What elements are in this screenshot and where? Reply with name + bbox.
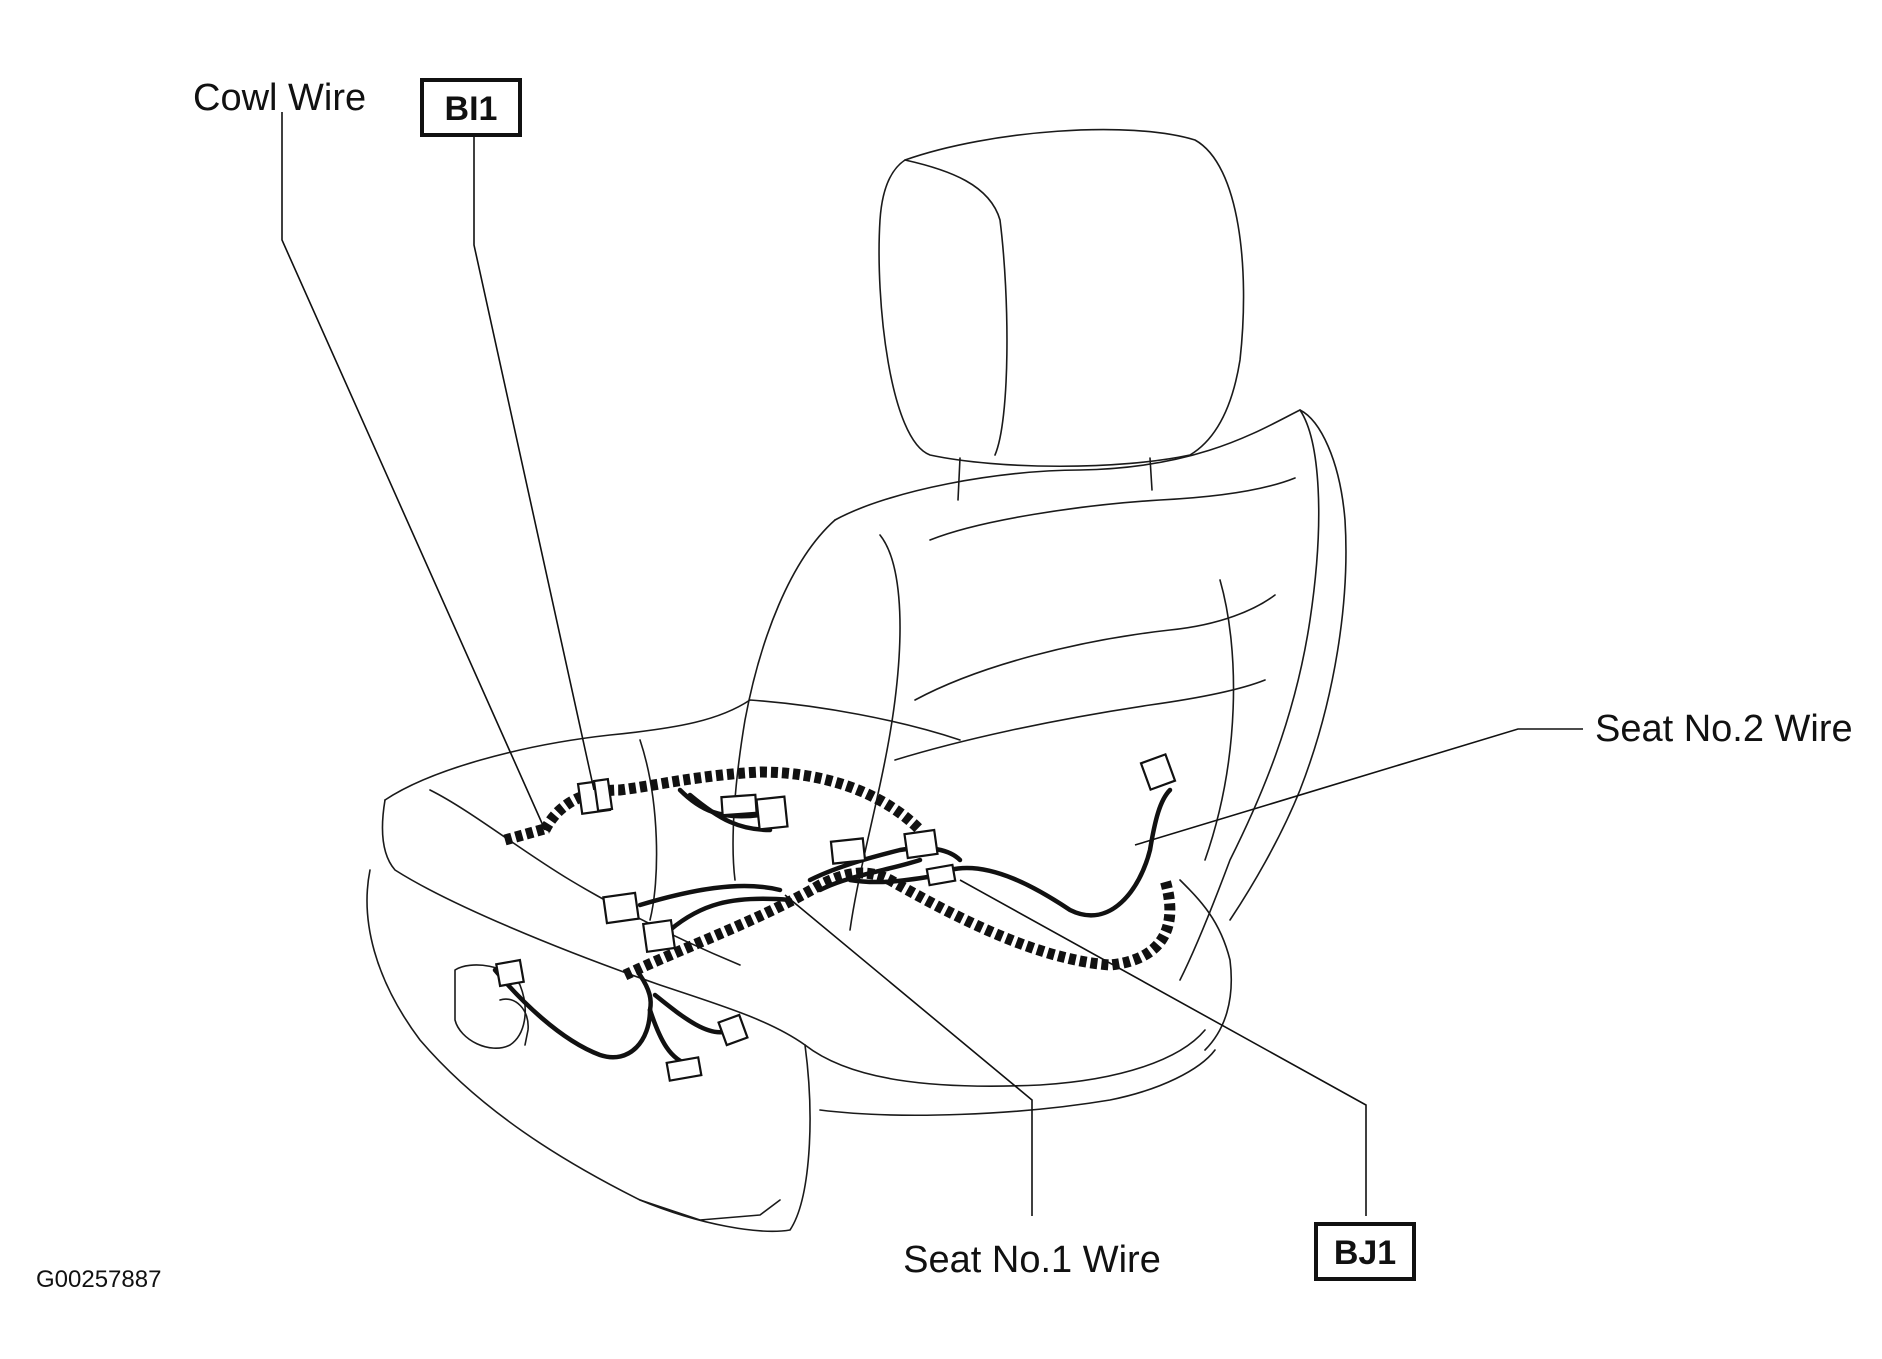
seat-rear-bracket: [1179, 879, 1233, 1051]
seat-cushion-bolster: [639, 739, 658, 921]
wire-middle-left-2: [667, 896, 793, 933]
leader-cowl-wire: [281, 112, 546, 831]
seat-side-shield-lower: [639, 1199, 781, 1221]
label-bi1-box: [420, 78, 522, 137]
connector-switch: [494, 958, 526, 988]
connector-bi1-face: [592, 777, 614, 813]
power-seat-switch-knob: [499, 998, 529, 1046]
connector-center-1: [829, 837, 867, 865]
wire-center-bundle: [807, 845, 963, 883]
connector-center-2: [903, 828, 939, 860]
connectors: [494, 752, 1177, 1082]
seat-cushion-top: [384, 699, 961, 801]
wire-middle-left: [637, 883, 783, 908]
leader-seat-no2-wire: [1134, 728, 1583, 846]
harness-upper: [540, 766, 924, 834]
seatback-outline: [834, 409, 1320, 981]
leader-seat-no1-wire: [784, 894, 1033, 1216]
seat-cushion-front: [381, 799, 806, 1046]
headrest-front-face: [904, 159, 1008, 456]
connector-seat-no2: [1139, 752, 1177, 792]
callouts: Cowl Wire BI1 Seat No.2 Wire Seat No.1 W…: [36, 77, 1853, 1293]
connector-switch-lower-2: [665, 1056, 703, 1082]
seatback-left-edge: [732, 519, 836, 881]
harness-lower: [622, 867, 1176, 980]
connector-left-1: [602, 891, 640, 925]
label-seat-no1-wire: Seat No.1 Wire: [903, 1239, 1161, 1281]
seat-track: [819, 1049, 1216, 1116]
leader-bj1: [959, 879, 1367, 1216]
seatback-inner-panel: [849, 534, 901, 931]
connector-switch-lower-1: [717, 1013, 749, 1047]
seatback-stitch-lower: [894, 679, 1266, 761]
connector-left-2: [641, 918, 677, 954]
label-bi1: BI1: [445, 90, 498, 128]
headrest-outline: [878, 128, 1245, 468]
seat-side-shield: [366, 869, 811, 1233]
leader-lines: [281, 112, 1583, 1216]
seatback-right-panel: [1204, 579, 1235, 861]
label-cowl-wire: Cowl Wire: [193, 77, 366, 119]
seat-base-rail: [804, 1029, 1206, 1087]
power-seat-switch: [454, 964, 526, 1049]
wire-switch-lead: [637, 972, 653, 1013]
wire-harnesses: [492, 766, 1176, 1068]
figure-id: G00257887: [36, 1266, 161, 1293]
seat-illustration: [366, 128, 1347, 1233]
label-seat-no2-wire: Seat No.2 Wire: [1595, 708, 1853, 750]
wire-switch-loop: [492, 967, 653, 1060]
connector-bj1: [925, 863, 957, 887]
seatback-stitch-middle: [914, 594, 1276, 701]
leader-bi1: [473, 135, 595, 791]
wire-seat-no2: [947, 787, 1173, 918]
wire-switch-branch-2: [652, 992, 733, 1035]
connector-upper-2: [755, 795, 789, 831]
seatback-stitch-upper: [929, 477, 1296, 541]
harness-cowl-lead: [503, 822, 550, 846]
seatback-side-bolster: [1229, 409, 1347, 921]
wire-center-bundle-2: [817, 857, 923, 893]
seat-cushion-center: [429, 789, 741, 966]
label-bj1: BJ1: [1334, 1234, 1396, 1272]
label-bj1-box: [1314, 1222, 1416, 1281]
connector-upper-1: [720, 793, 758, 817]
